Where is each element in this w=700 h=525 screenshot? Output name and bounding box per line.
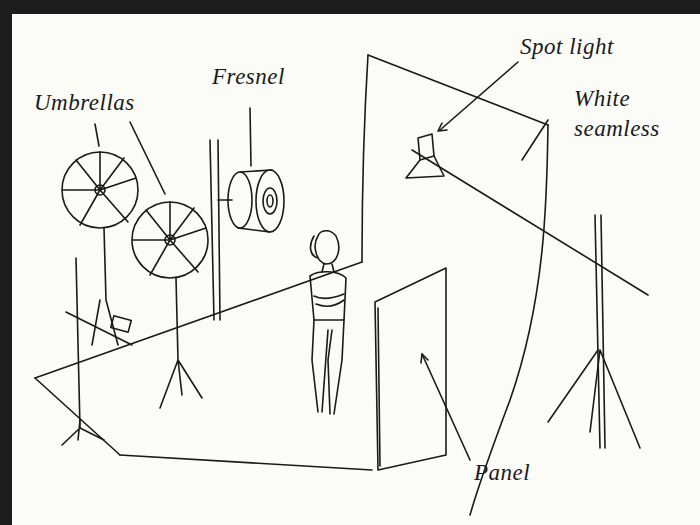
panel-label: Panel <box>474 458 584 488</box>
umbrellas-label: Umbrellas <box>34 88 204 118</box>
spot-light-label: Spot light <box>520 32 690 62</box>
fresnel-label: Fresnel <box>212 62 332 92</box>
seamless-label: White seamless <box>574 84 692 144</box>
